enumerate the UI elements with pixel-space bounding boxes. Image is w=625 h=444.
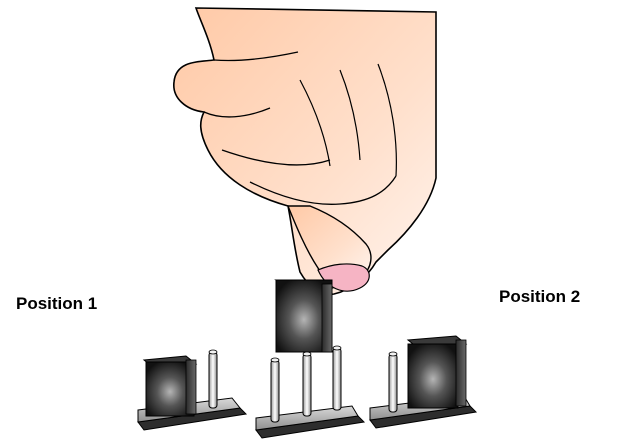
jumper-position-2 bbox=[369, 335, 478, 429]
jumper-position-1 bbox=[137, 349, 248, 431]
position-1-label: Position 1 bbox=[16, 294, 98, 313]
jumper-cap-held bbox=[274, 279, 334, 353]
position-2-label: Position 2 bbox=[499, 287, 581, 306]
jumper-header-empty bbox=[255, 345, 366, 439]
hand-illustration bbox=[173, 7, 437, 296]
